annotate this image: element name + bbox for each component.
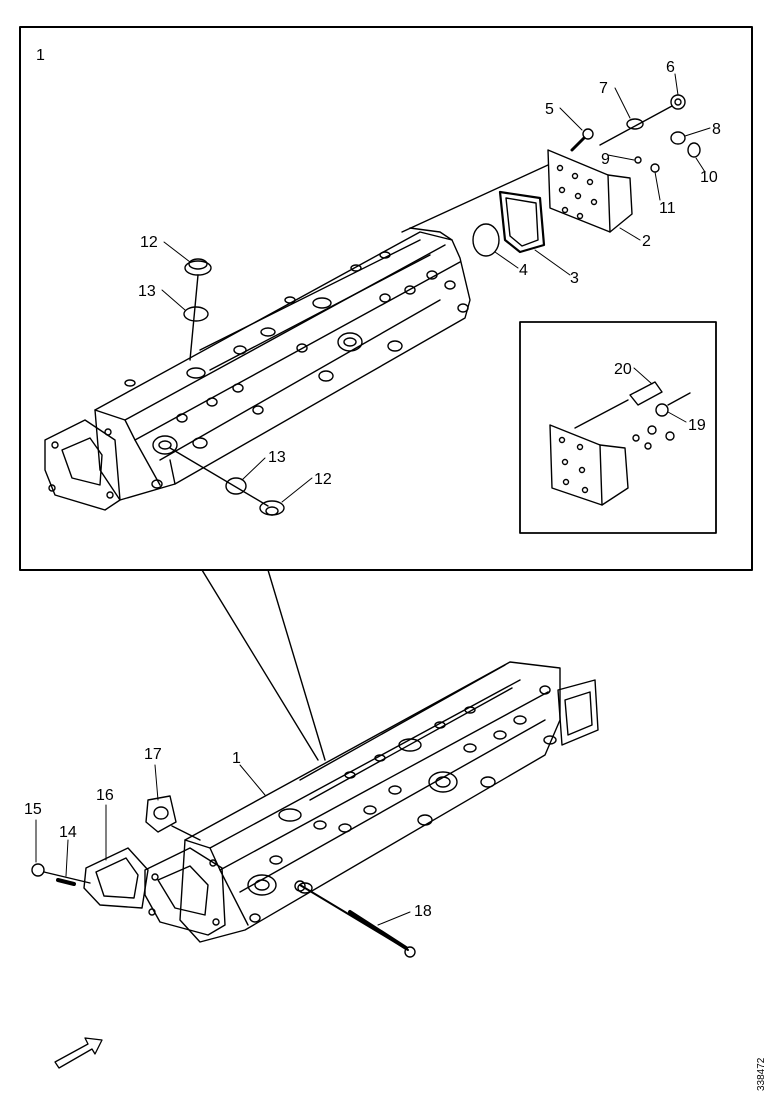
callout-13-top: 13	[138, 283, 156, 300]
seal-ring-13-bottom	[225, 477, 247, 495]
callout-14: 14	[59, 824, 77, 841]
callout-16: 16	[96, 787, 114, 804]
callout-6: 6	[666, 59, 675, 76]
bolt-5	[570, 128, 594, 152]
washer-11	[650, 163, 660, 173]
gasket-3	[498, 190, 546, 254]
stud-14	[56, 878, 76, 886]
callout-19: 19	[688, 417, 706, 434]
nut-15	[31, 863, 45, 877]
axis-line-bottom-plug	[169, 447, 269, 507]
front-direction-arrow-icon	[54, 1037, 103, 1069]
axis-line-bracket	[401, 164, 549, 233]
manifold-main-flange	[144, 847, 226, 936]
inset-frame	[519, 321, 717, 534]
callout-3: 3	[570, 270, 579, 287]
sensor-19	[655, 392, 691, 417]
bracket-2	[547, 149, 633, 233]
detail-view-label: 1	[36, 47, 45, 64]
detail-frame	[19, 26, 753, 571]
o-ring-4	[472, 223, 500, 257]
seal-ring-13-top	[183, 306, 209, 322]
nut-6	[670, 94, 686, 110]
manifold-main	[179, 661, 561, 943]
callout-5: 5	[545, 101, 554, 118]
callout-9: 9	[601, 151, 610, 168]
reference-code-text: 338472	[756, 1057, 767, 1091]
washer-7	[626, 118, 644, 130]
callout-8: 8	[712, 121, 721, 138]
sensor-20	[574, 381, 663, 429]
callout-10: 10	[700, 169, 718, 186]
plug-12-bottom	[259, 500, 285, 516]
bolt-18	[294, 880, 416, 958]
zoom-line-right	[267, 569, 326, 761]
plug-12-top	[184, 258, 212, 361]
inset-bracket	[549, 424, 629, 506]
callout-11: 11	[659, 200, 676, 217]
callout-17: 17	[144, 746, 162, 763]
zoom-line-left	[201, 569, 319, 761]
callout-7: 7	[599, 80, 608, 97]
leader-lines-main	[35, 764, 411, 926]
axis-line-stud	[43, 871, 91, 884]
callout-1-main: 1	[232, 750, 241, 767]
gasket-17	[145, 795, 201, 841]
gasket-16	[83, 847, 149, 909]
manifold-detail-flange	[44, 419, 121, 511]
nut-10	[687, 142, 701, 158]
callout-2: 2	[642, 233, 651, 250]
callout-18: 18	[414, 903, 432, 920]
callout-4: 4	[519, 262, 528, 279]
callout-20: 20	[614, 361, 632, 378]
callout-12-bottom: 12	[314, 471, 332, 488]
callout-15: 15	[24, 801, 42, 818]
nut-8	[670, 131, 686, 145]
callout-13-bottom: 13	[268, 449, 286, 466]
callout-12-top: 12	[140, 234, 158, 251]
reference-code: 338472	[752, 1045, 772, 1093]
leader-lines-detail	[161, 73, 711, 503]
manifold-main-bracket	[557, 679, 599, 746]
washer-9	[634, 156, 642, 164]
manifold-detail	[44, 227, 471, 511]
